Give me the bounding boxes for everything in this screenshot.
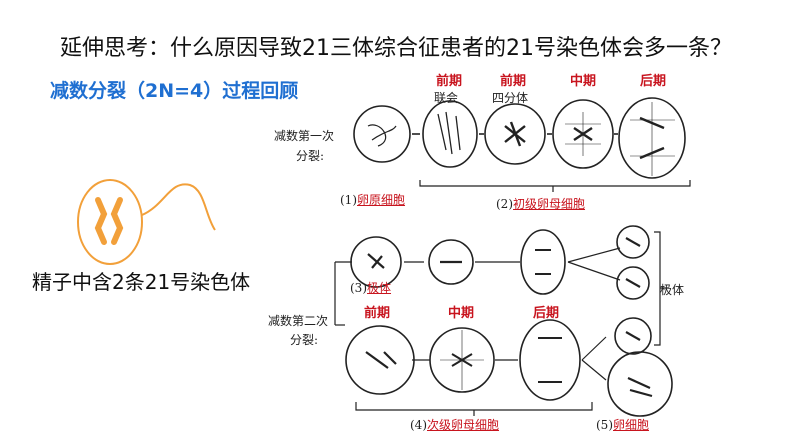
meiosis1-row xyxy=(353,97,686,179)
meiosis2-cells xyxy=(345,225,673,417)
metaphase2-cell xyxy=(429,327,495,393)
stage-label-prophase2: 前期 xyxy=(364,306,391,321)
stage-label-anaphase1: 后期 xyxy=(640,74,667,89)
meiosis1-row-label-2: 分裂: xyxy=(296,149,325,163)
polar-body-cell xyxy=(350,236,402,288)
stage-label-prophase1-b: 前期 xyxy=(500,74,527,89)
anaphase1-cell xyxy=(618,97,686,179)
stage-sub-tetrad: 四分体 xyxy=(492,91,529,105)
caption-egg-cell: (5)卵细胞 xyxy=(596,418,650,432)
polar-metaphase-cell xyxy=(428,239,474,285)
anaphase2-cell xyxy=(519,319,581,401)
metaphase1-cell xyxy=(552,99,614,169)
section-subtitle: 减数分裂（2N=4）过程回顾 xyxy=(50,80,299,102)
primary-oocyte-brace xyxy=(419,180,691,192)
sperm-label: 精子中含2条21号染色体 xyxy=(32,270,251,294)
caption-oogonium: (1)卵原细胞 xyxy=(340,193,406,207)
stage-sub-synapsis: 联会 xyxy=(434,91,459,105)
polar-body-a xyxy=(616,225,650,259)
chromosome-21-pair-icon xyxy=(94,197,124,245)
secondary-oocyte-brace xyxy=(355,402,593,416)
egg-cell xyxy=(607,351,673,417)
meiosis2-row-label-2: 分裂: xyxy=(290,333,319,347)
caption-secondary-oocyte: (4)次级卵母细胞 xyxy=(410,418,500,432)
secondary-oocyte-cell xyxy=(345,325,415,395)
tetrad-cell xyxy=(484,103,546,165)
meiosis2-row-label: 减数第二次 xyxy=(268,314,329,328)
synapsis-cell xyxy=(422,100,478,168)
caption-primary-oocyte: (2)初级卵母细胞 xyxy=(496,197,586,211)
sperm-illustration xyxy=(77,179,216,265)
oogonium-cell xyxy=(353,105,411,163)
polar-body-c xyxy=(614,317,652,355)
division-arrows xyxy=(334,231,668,381)
polar-body-right-label: 极体 xyxy=(660,283,685,297)
stage-label-metaphase2: 中期 xyxy=(448,306,475,321)
meiosis1-row-label: 减数第一次 xyxy=(274,129,335,143)
polar-body-b xyxy=(616,266,650,300)
stage-label-anaphase2: 后期 xyxy=(533,306,560,321)
caption-polar-body: (3)极体 xyxy=(350,281,392,295)
page-title: 延伸思考：什么原因导致21三体综合征患者的21号染色体会多一条？ xyxy=(60,36,732,61)
polar-anaphase-cell xyxy=(520,229,566,295)
stage-label-prophase1: 前期 xyxy=(436,74,463,89)
stage-label-metaphase1: 中期 xyxy=(570,74,597,89)
